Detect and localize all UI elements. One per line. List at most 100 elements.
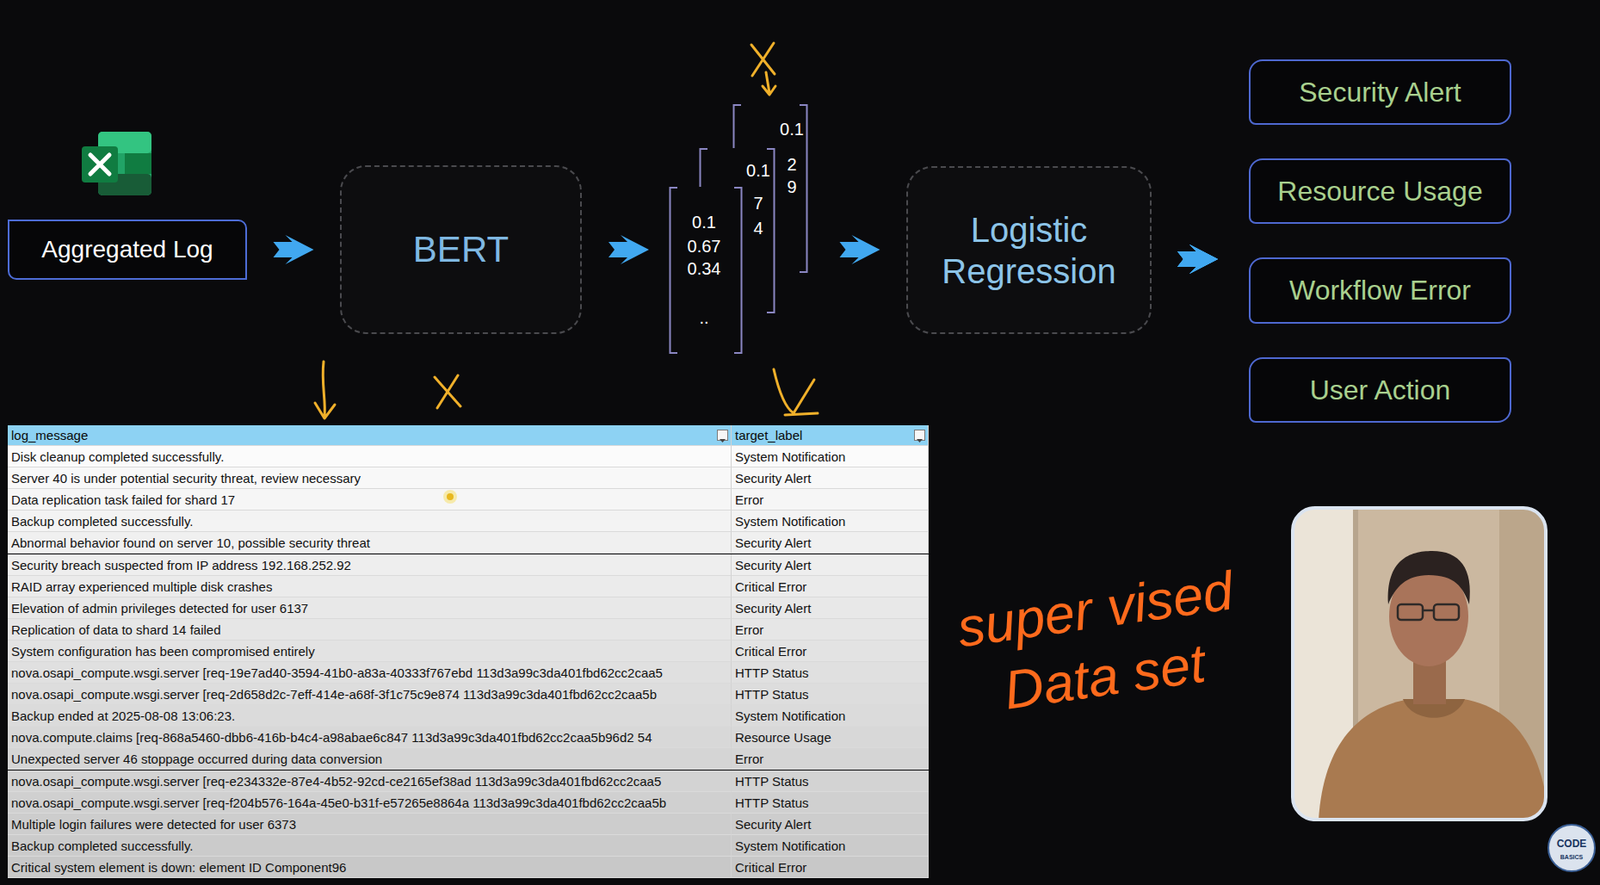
hair [1388,550,1471,605]
handwritten-note: super vised Data set [937,554,1263,732]
label-text: BASICS [1560,853,1583,860]
label-text: System Notification [735,838,846,853]
table-cell: Critical Error [731,640,929,662]
dropdown-arrow [914,435,925,445]
vector-value: 9 [786,177,797,197]
table-cell: Resource Usage [731,726,929,748]
vector-value-holder: 0.1 [779,119,804,140]
table-cell: Backup ended at 2025-08-08 13:06:23. [7,704,732,727]
filter-dropdown-icon [914,429,926,441]
vector-value: 0.1 [746,160,771,180]
vector-value-holder: 0.34 [687,259,722,279]
label-text: HTTP Status [735,686,810,702]
table-cell: Security Alert [731,531,929,554]
label-text: Replication of data to shard 14 failed [11,622,222,637]
node-label: Logistic Regression [926,209,1131,292]
model-box: BERT [339,165,582,334]
dropdown-triangle [719,438,726,443]
table-cell: System configuration has been compromise… [7,640,732,662]
label-text: System Notification [735,513,846,529]
output-class-box: Resource Usage [1248,158,1512,224]
node-label: User Action [1309,373,1452,407]
label-text: Multiple login failures were detected fo… [11,816,297,832]
label-text: super vised Data set [953,559,1237,720]
node-label: Security Alert [1298,75,1462,109]
table-cell: System Notification [731,510,929,532]
glasses [1397,604,1459,620]
logo-text: BASICS [1560,853,1583,860]
table-cell: System Notification [731,445,929,468]
vector-bracket-line [734,105,808,272]
label-text: Backup ended at 2025-08-08 13:06:23. [11,708,235,723]
label-text: HTTP Status [735,665,810,680]
node-label: Resource Usage [1277,174,1483,208]
table-cell: Backup completed successfully. [7,510,732,532]
label-text: Abnormal behavior found on server 10, po… [11,535,371,550]
vector-value-holder: 9 [786,177,797,198]
table-cell: HTTP Status [731,683,929,705]
node-label: Aggregated Log [41,234,213,265]
label-text: Security breach suspected from IP addres… [11,557,352,573]
label-text: RAID array experienced multiple disk cra… [11,579,272,594]
label-text: Error [735,492,764,507]
excel-badge [81,146,118,183]
table-cell: Disk cleanup completed successfully. [7,445,732,468]
table-cell: nova.osapi_compute.wsgi.server [req-f204… [7,791,732,814]
cross-mark [434,375,461,408]
excel-band [124,153,152,174]
table-cell: System Notification [731,704,929,727]
cursor-halo [443,489,458,504]
vector-value: 0.1 [779,119,804,139]
table-cell: nova.osapi_compute.wsgi.server [req-2d65… [7,683,732,705]
vector-value-holder: 2 [786,154,797,175]
annotation-arrow [315,361,335,419]
vector-value: 7 [753,193,763,213]
node-label: Workflow Error [1289,273,1471,307]
vector-bracket-line [700,148,775,313]
flow-arrow [1177,244,1218,274]
vector-value: 0.67 [687,236,722,256]
flow-arrow [1177,244,1218,274]
label-text: Error [735,622,764,637]
vector-value: .. [698,308,709,328]
model-box: Logistic Regression [906,166,1152,334]
flow-arrow [840,234,881,265]
table-cell: Security Alert [731,467,929,489]
vector-value-holder: 0.1 [691,212,717,233]
output-class-box: Workflow Error [1248,257,1512,324]
table-cell: HTTP Status [731,770,929,792]
webcam-photo [1292,507,1546,820]
label-text: target_label [735,427,803,443]
label-text: nova.osapi_compute.wsgi.server [req-2d65… [11,686,657,702]
label-text: HTTP Status [735,773,810,789]
label-text: Resource Usage [735,729,832,745]
vector-value-holder: 4 [753,218,763,239]
label-text: Server 40 is under potential security th… [11,470,361,486]
excel-icon [81,131,152,196]
annotation-arrow [773,369,818,415]
table-cell: Security Alert [731,813,929,835]
label-text: Security Alert [735,557,811,573]
label-text: Unexpected server 46 stoppage occurred d… [11,751,383,767]
label-text: System configuration has been compromise… [11,643,316,659]
table-cell: Server 40 is under potential security th… [7,467,732,489]
vector-value: 4 [753,218,763,238]
table-cell: Security Alert [731,554,929,576]
dropdown-arrow [717,435,728,445]
embedding-vector: 0.1 0.67 0.34.. [668,186,743,354]
vector-value-holder: 0.1 [746,160,771,181]
label-text: nova.osapi_compute.wsgi.server [req-e234… [11,773,662,789]
table-cell: Security breach suspected from IP addres… [7,554,732,576]
label-text: nova.osapi_compute.wsgi.server [req-f204… [11,795,667,810]
label-text: CODE [1556,837,1588,850]
vector-bracket-line [670,187,742,353]
cursor-dot [446,493,454,501]
label-text: Critical Error [735,643,807,659]
table-cell: Critical Error [731,856,929,878]
table-cell: Critical system element is down: element… [7,856,732,878]
label-text: Critical Error [735,859,807,875]
flow-arrow [273,234,315,265]
table-cell: Replication of data to shard 14 failed [7,618,732,641]
flow-arrow [608,234,649,265]
